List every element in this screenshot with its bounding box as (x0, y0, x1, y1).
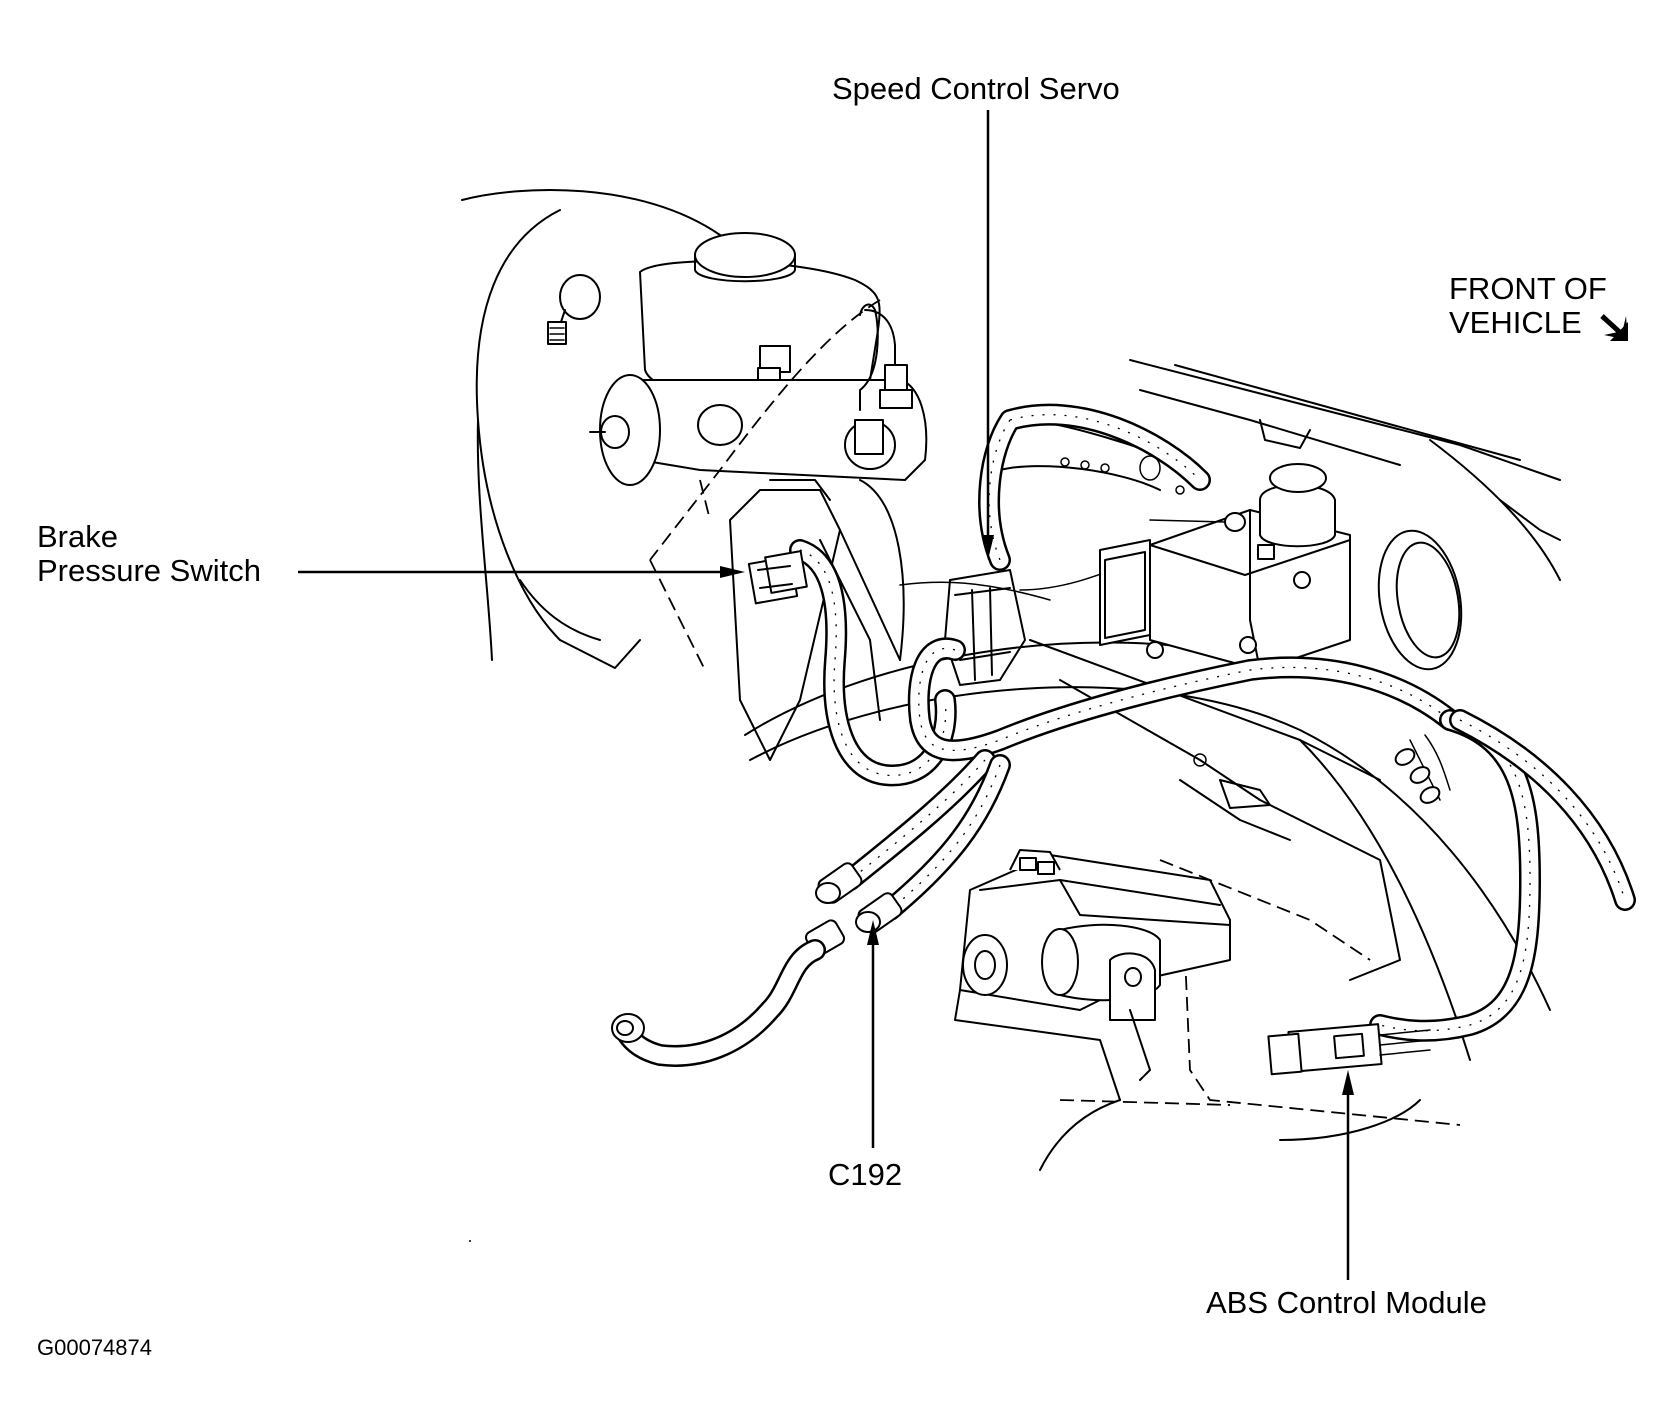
c192-label: C192 (828, 1157, 903, 1192)
speed-control-servo-label: Speed Control Servo (832, 71, 1120, 106)
front-direction-arrow-icon (1600, 314, 1628, 341)
wiring-harnesses (789, 403, 1636, 1042)
master-cylinder (589, 232, 928, 671)
abs-control-module (954, 849, 1431, 1101)
brake-pressure-switch-label-line2: Pressure Switch (37, 553, 261, 588)
brake-pressure-switch-connector (747, 550, 808, 605)
abs-control-module-label: ABS Control Module (1206, 1285, 1487, 1320)
figure-id: G00074874 (37, 1335, 152, 1360)
leader-lines (298, 110, 1354, 1280)
mounting-bracket (729, 479, 905, 761)
servo-mount-bracket (1099, 463, 1351, 671)
brake-booster (461, 189, 801, 669)
front-of-vehicle-label-line1: FRONT OF (1449, 271, 1607, 306)
brake-pressure-switch-label-line1: Brake (37, 519, 118, 554)
front-of-vehicle-label-line2: VEHICLE (1449, 305, 1582, 340)
c192-connector (611, 862, 903, 1067)
